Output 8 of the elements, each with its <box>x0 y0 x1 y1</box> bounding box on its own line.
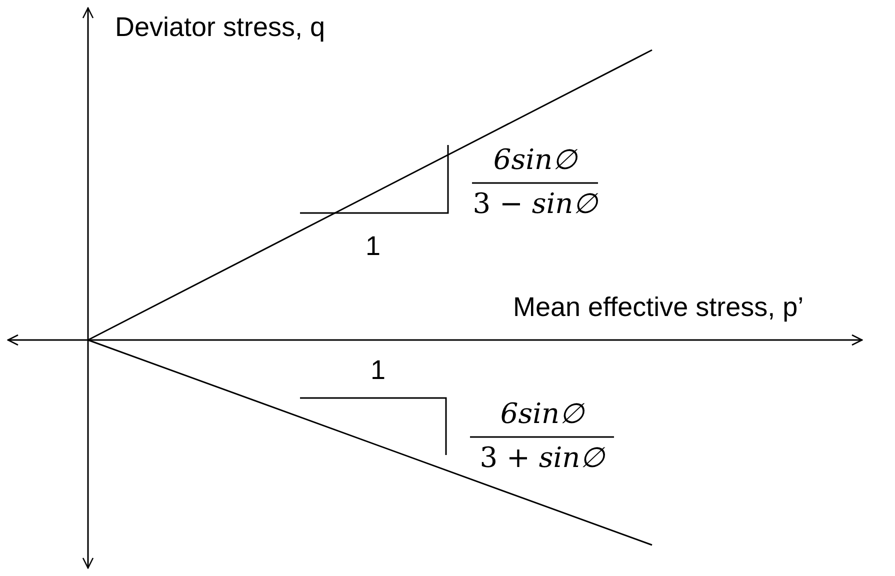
slope-formula: 3 − sin∅ <box>472 190 598 218</box>
axis-label: Deviator stress, q <box>115 14 326 41</box>
slope-value: 1 <box>370 357 386 384</box>
axis-label: Mean effective stress, p’ <box>513 294 804 321</box>
slope-formula: 6sin∅ <box>500 400 584 428</box>
slope-formula: 3 + sin∅ <box>480 444 604 472</box>
slope-formula: 6sin∅ <box>493 146 577 174</box>
slope-value: 1 <box>365 233 381 260</box>
